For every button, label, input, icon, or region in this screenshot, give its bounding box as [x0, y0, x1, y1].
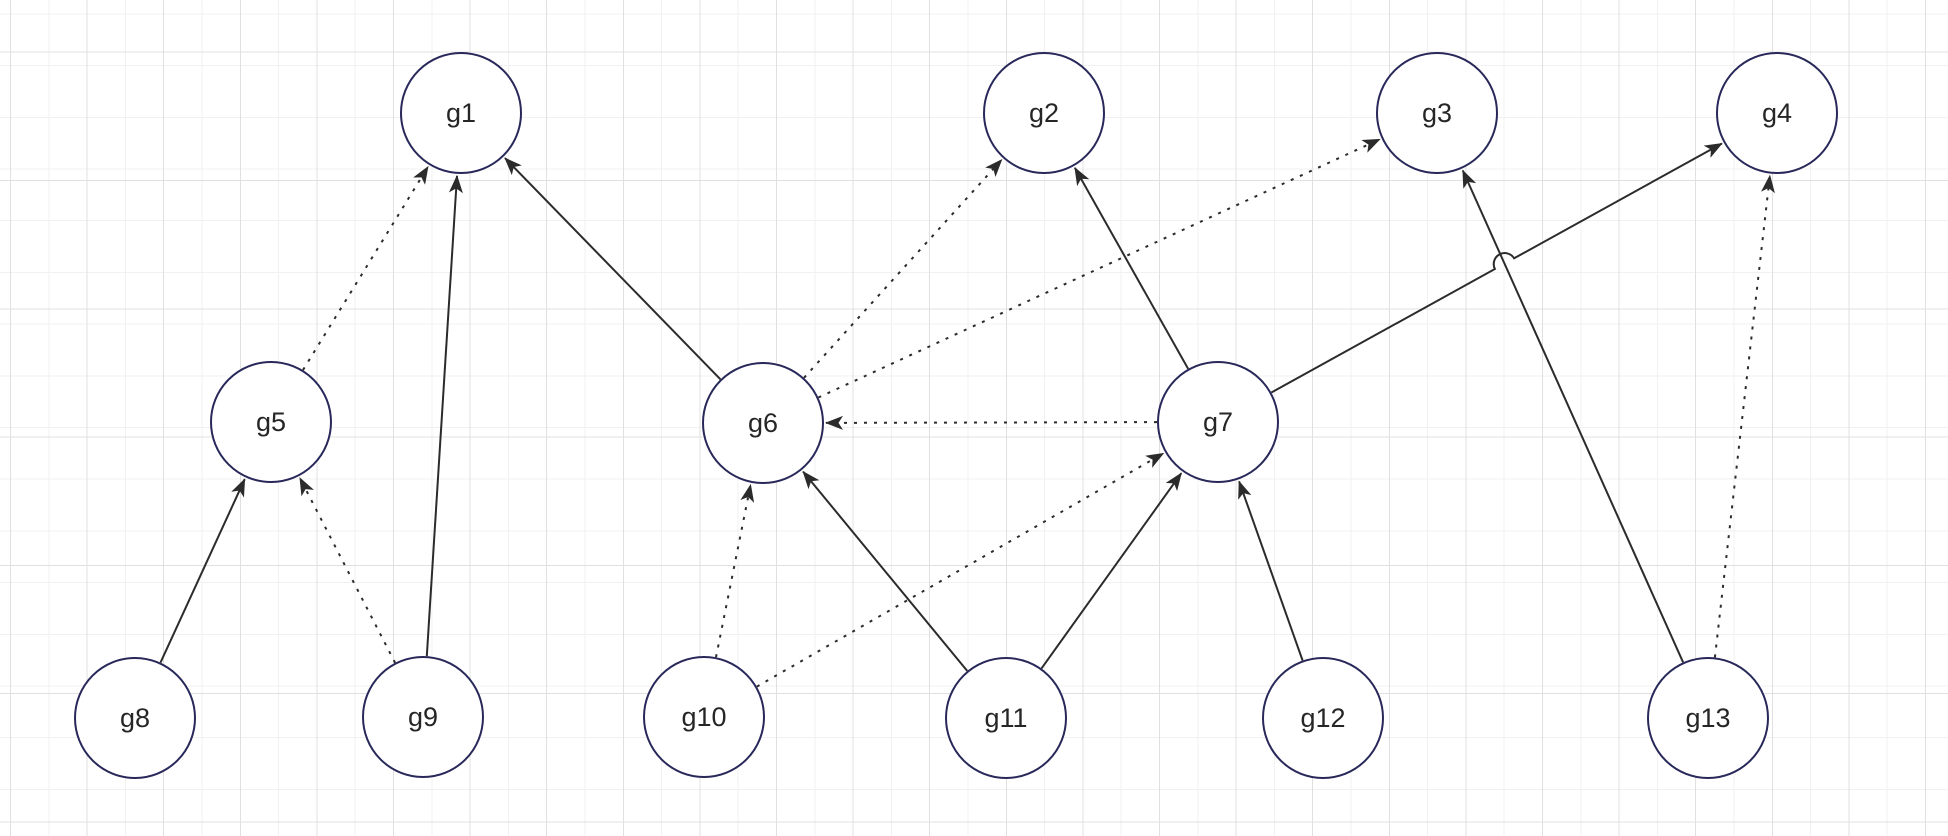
node-label-g1: g1 — [446, 98, 476, 128]
node-g13[interactable]: g13 — [1647, 657, 1769, 779]
node-circle[interactable] — [400, 52, 522, 174]
node-label-g5: g5 — [256, 407, 286, 437]
edge-g13-g4[interactable] — [1713, 174, 1775, 658]
node-circle[interactable] — [1376, 52, 1498, 174]
node-label-g7: g7 — [1203, 407, 1233, 437]
node-g7[interactable]: g7 — [1157, 361, 1279, 483]
edge-g5-g1[interactable] — [302, 165, 429, 371]
node-g2[interactable]: g2 — [983, 52, 1105, 174]
node-g12[interactable]: g12 — [1262, 657, 1384, 779]
edge-g6-g1[interactable] — [504, 157, 722, 380]
node-circle[interactable] — [643, 656, 765, 778]
edge-g6-g3[interactable] — [817, 138, 1381, 399]
node-g5[interactable]: g5 — [210, 361, 332, 483]
node-label-g9: g9 — [408, 702, 438, 732]
edge-g7-g4[interactable] — [1270, 142, 1723, 394]
node-circle[interactable] — [983, 52, 1105, 174]
node-label-g12: g12 — [1300, 703, 1345, 733]
edge-g8-g5[interactable] — [159, 478, 246, 664]
node-g8[interactable]: g8 — [74, 657, 196, 779]
edge-g10-g6[interactable] — [715, 483, 755, 658]
node-circle[interactable] — [210, 361, 332, 483]
node-g4[interactable]: g4 — [1716, 52, 1838, 174]
node-g3[interactable]: g3 — [1376, 52, 1498, 174]
node-circle[interactable] — [1157, 361, 1279, 483]
node-label-g13: g13 — [1685, 703, 1730, 733]
node-circle[interactable] — [74, 657, 196, 779]
node-label-g10: g10 — [681, 702, 726, 732]
node-label-g8: g8 — [120, 703, 150, 733]
node-circle[interactable] — [1262, 657, 1384, 779]
edge-g6-g2[interactable] — [803, 158, 1003, 379]
node-g9[interactable]: g9 — [362, 656, 484, 778]
edge-g7-g2[interactable] — [1074, 167, 1189, 370]
node-circle[interactable] — [702, 362, 824, 484]
edge-g9-g5[interactable] — [299, 477, 396, 664]
edge-g13-g3[interactable] — [1461, 169, 1685, 663]
node-circle[interactable] — [362, 656, 484, 778]
node-g1[interactable]: g1 — [400, 52, 522, 174]
node-g11[interactable]: g11 — [945, 657, 1067, 779]
edge-g7-g6[interactable] — [825, 415, 1158, 430]
edge-g12-g7[interactable] — [1238, 480, 1304, 661]
node-label-g11: g11 — [984, 703, 1027, 733]
edge-g11-g6[interactable] — [802, 470, 968, 672]
node-label-g3: g3 — [1422, 98, 1452, 128]
edge-g10-g7[interactable] — [756, 452, 1165, 688]
node-circle[interactable] — [1647, 657, 1769, 779]
node-g6[interactable]: g6 — [702, 362, 824, 484]
node-g10[interactable]: g10 — [643, 656, 765, 778]
node-label-g4: g4 — [1762, 98, 1792, 128]
edge-g11-g7[interactable] — [1040, 472, 1183, 669]
node-label-g6: g6 — [748, 408, 778, 438]
node-label-g2: g2 — [1029, 98, 1059, 128]
edge-g9-g1[interactable] — [425, 174, 463, 657]
node-circle[interactable] — [1716, 52, 1838, 174]
node-circle[interactable] — [945, 657, 1067, 779]
